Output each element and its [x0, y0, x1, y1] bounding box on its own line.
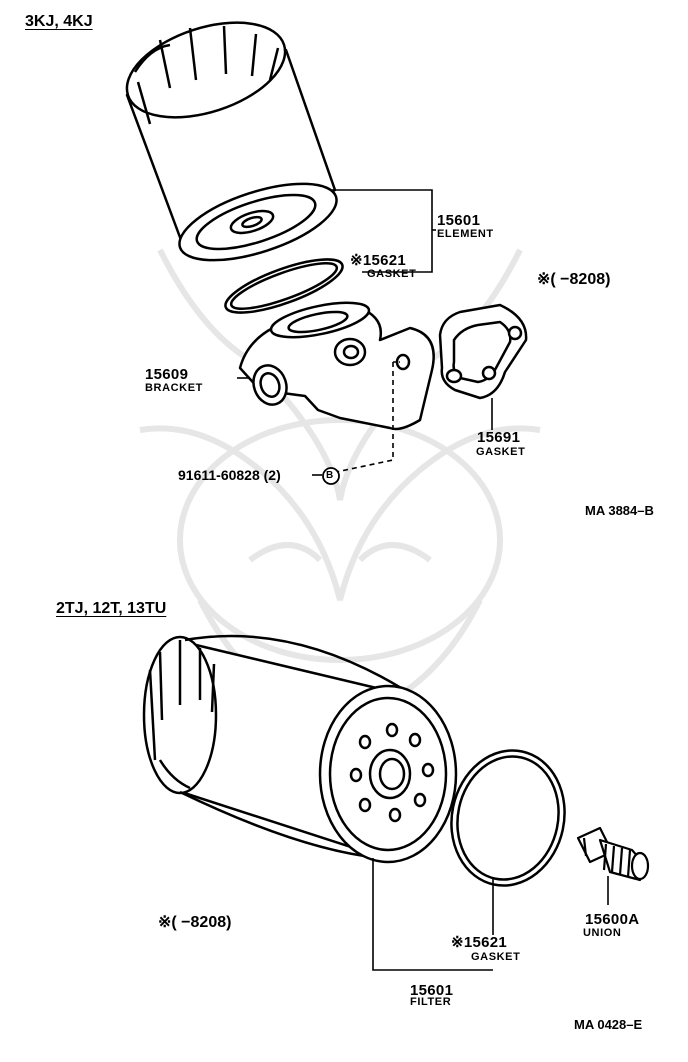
- bolt-part-number: 91611-60828 (2): [178, 467, 281, 483]
- bottom-gasket-part-name: GASKET: [471, 951, 521, 963]
- top-gasket-part-name: GASKET: [367, 268, 417, 280]
- top-gasket-part-number: ※15621: [350, 252, 407, 269]
- plate-gasket-part-name: GASKET: [476, 446, 526, 458]
- leader-lines-top: [237, 189, 493, 476]
- element-part-name: ELEMENT: [437, 228, 494, 240]
- filter-canister: [142, 634, 458, 864]
- bottom-applicability-note: ※( −8208): [158, 914, 232, 931]
- top-applicability-note: ※( −8208): [537, 271, 611, 288]
- plate-gasket-part-number: 15691: [477, 429, 521, 446]
- bracket-part-number: 15609: [145, 366, 189, 383]
- union-fitting: [576, 826, 650, 882]
- bottom-diagram-code: MA 0428–E: [574, 1017, 643, 1032]
- element-gasket-ring: [224, 258, 344, 314]
- filter-gasket-ring: [450, 749, 566, 887]
- leader-lines-bottom: [372, 858, 609, 971]
- bottom-gasket-part-number: ※15621: [451, 934, 508, 951]
- filter-part-name: FILTER: [410, 996, 452, 1008]
- filter-part-number: 15601: [410, 982, 454, 999]
- element-part-number: 15601: [437, 212, 481, 229]
- bracket-body: [238, 301, 435, 431]
- bolt-symbol: B: [326, 470, 334, 481]
- union-part-name: UNION: [583, 927, 622, 939]
- bolt-symbol-circle: [322, 467, 340, 485]
- top-diagram-code: MA 3884–B: [585, 503, 654, 518]
- top-section-header: 3KJ, 4KJ: [25, 13, 93, 30]
- element-canister: [125, 21, 338, 262]
- bracket-part-name: BRACKET: [145, 382, 203, 394]
- gasket-plate: [438, 303, 528, 400]
- union-part-number: 15600A: [585, 911, 640, 928]
- bottom-section-header: 2TJ, 12T, 13TU: [56, 600, 167, 617]
